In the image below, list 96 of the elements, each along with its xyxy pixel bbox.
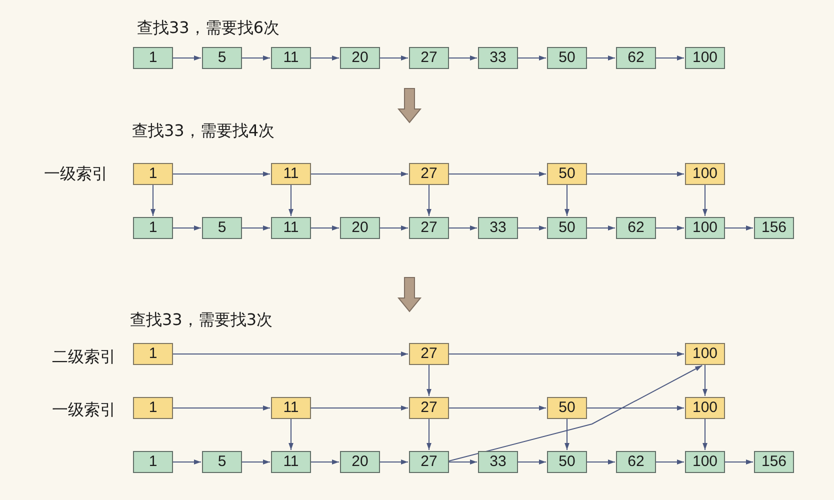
row-label: 一级索引	[44, 164, 108, 184]
arrow	[172, 460, 202, 464]
arrow	[448, 172, 546, 176]
number-box: 1	[133, 451, 173, 473]
arrow	[448, 460, 478, 464]
number-box: 11	[271, 451, 311, 473]
number-box: 11	[271, 163, 311, 185]
number-box: 20	[340, 217, 380, 239]
arrow	[586, 172, 684, 176]
arrow	[702, 418, 708, 450]
number-box: 27	[409, 217, 449, 239]
number-box: 20	[340, 451, 380, 473]
row-label: 二级索引	[52, 347, 116, 367]
number-box: 50	[547, 217, 587, 239]
arrow	[702, 184, 708, 216]
number-box: 100	[685, 217, 725, 239]
arrow	[564, 184, 570, 216]
heading: 查找33，需要找3次	[130, 310, 273, 330]
number-box: 27	[409, 397, 449, 419]
number-box: 100	[685, 451, 725, 473]
arrow	[586, 226, 616, 230]
number-box: 50	[547, 451, 587, 473]
arrow	[724, 226, 754, 230]
arrow	[426, 184, 432, 216]
number-box: 27	[409, 163, 449, 185]
heading: 查找33，需要找6次	[137, 18, 280, 38]
number-box: 62	[616, 451, 656, 473]
arrow	[518, 226, 546, 230]
arrow	[242, 460, 270, 464]
arrow	[518, 460, 546, 464]
arrow	[656, 460, 684, 464]
arrow	[172, 352, 408, 356]
number-box: 33	[478, 217, 518, 239]
arrow	[288, 184, 294, 216]
number-box: 1	[133, 163, 173, 185]
arrow	[310, 460, 340, 464]
number-box: 11	[271, 47, 311, 69]
arrow	[172, 406, 270, 410]
number-box: 62	[616, 217, 656, 239]
row-label: 一级索引	[52, 400, 116, 420]
arrow	[172, 56, 202, 60]
number-box: 100	[685, 397, 725, 419]
number-box: 62	[616, 47, 656, 69]
arrow	[310, 406, 408, 410]
number-box: 5	[202, 47, 242, 69]
number-box: 156	[754, 217, 794, 239]
arrow	[448, 56, 478, 60]
number-box: 33	[478, 451, 518, 473]
number-box: 100	[685, 163, 725, 185]
number-box: 27	[409, 451, 449, 473]
arrow	[172, 226, 202, 230]
number-box: 50	[547, 47, 587, 69]
arrow	[586, 406, 684, 410]
arrow	[172, 172, 270, 176]
arrow	[702, 364, 708, 396]
arrow	[656, 226, 684, 230]
arrow	[310, 226, 340, 230]
arrow	[448, 406, 546, 410]
arrow	[518, 56, 546, 60]
number-box: 1	[133, 217, 173, 239]
number-box: 20	[340, 47, 380, 69]
arrow	[564, 418, 570, 450]
number-box: 33	[478, 47, 518, 69]
arrow	[310, 172, 408, 176]
arrow	[586, 56, 616, 60]
number-box: 1	[133, 397, 173, 419]
number-box: 1	[133, 343, 173, 365]
arrow	[310, 56, 340, 60]
arrow	[426, 364, 432, 396]
arrow	[448, 352, 684, 356]
arrow	[448, 226, 478, 230]
number-box: 1	[133, 47, 173, 69]
arrow	[656, 56, 684, 60]
number-box: 156	[754, 451, 794, 473]
number-box: 11	[271, 217, 311, 239]
arrow	[150, 184, 156, 216]
heading: 查找33，需要找4次	[132, 121, 275, 141]
number-box: 50	[547, 397, 587, 419]
arrow	[586, 460, 616, 464]
arrow	[380, 460, 408, 464]
number-box: 5	[202, 451, 242, 473]
arrow	[242, 226, 270, 230]
arrow	[724, 460, 754, 464]
number-box: 5	[202, 217, 242, 239]
arrow	[242, 56, 270, 60]
number-box: 11	[271, 397, 311, 419]
number-box: 100	[685, 47, 725, 69]
number-box: 27	[409, 47, 449, 69]
arrow	[448, 365, 703, 462]
arrow	[380, 56, 408, 60]
number-box: 50	[547, 163, 587, 185]
arrow	[426, 418, 432, 450]
number-box: 100	[685, 343, 725, 365]
arrow	[288, 418, 294, 450]
arrow	[380, 226, 408, 230]
number-box: 27	[409, 343, 449, 365]
